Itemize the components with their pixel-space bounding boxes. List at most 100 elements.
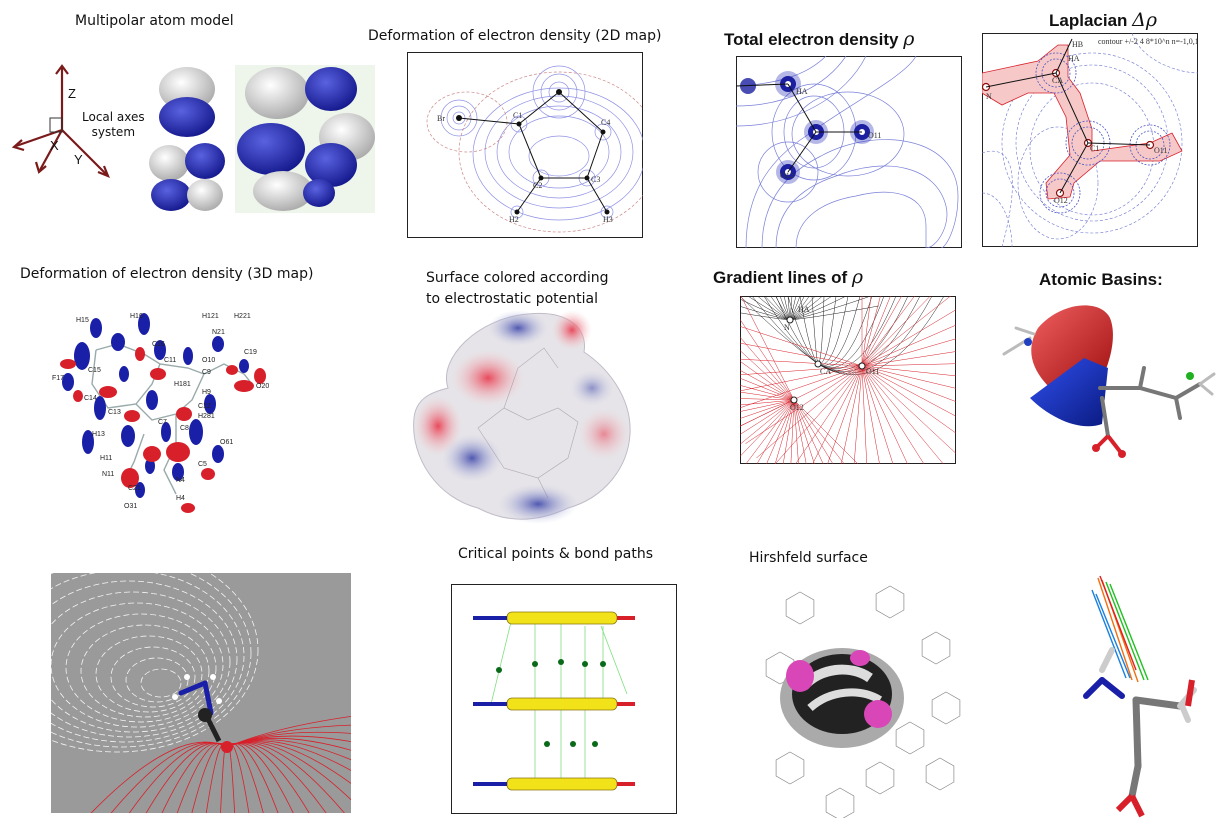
deform2d-map-svg: Br C1 C4 C2 C3 H2 H3 <box>407 52 643 238</box>
x-axis <box>39 129 63 171</box>
deform2d-map-panel: Br C1 C4 C2 C3 H2 H3 <box>407 52 643 238</box>
neighbor-ring <box>921 631 951 665</box>
gradient-line <box>789 296 823 321</box>
gradient-line <box>787 296 819 365</box>
blue-lobe <box>159 97 215 137</box>
atom-label: O11 <box>1154 146 1167 155</box>
gradient-line <box>793 399 845 464</box>
gradient-line <box>793 399 859 464</box>
hirshfeld-svg <box>765 585 961 818</box>
gradient-line <box>789 296 810 321</box>
atom-label: N4 <box>176 477 185 484</box>
blue-lobe <box>303 179 335 207</box>
atom-label: C8 <box>180 425 189 432</box>
gradient-line <box>861 365 956 389</box>
gradient-line <box>861 365 956 377</box>
rho-symbol: ρ <box>851 266 864 288</box>
gradient-line <box>770 296 791 321</box>
gradient-line <box>740 336 795 401</box>
gradient-line <box>740 399 795 419</box>
gradient-line <box>740 399 795 412</box>
esp-blue-region <box>570 370 614 406</box>
gradient-line <box>740 385 795 401</box>
field-line <box>110 646 196 708</box>
gradient-line <box>790 399 795 464</box>
gradient-lines-panel: HA N CA O11 O12 <box>740 296 956 464</box>
esp-surface-panel <box>408 308 644 528</box>
neighbor-ring <box>775 751 805 785</box>
field-line <box>51 573 259 753</box>
atom-label: C9 <box>202 369 211 376</box>
atom-label: C19 <box>244 349 257 356</box>
magenta-contact <box>864 700 892 728</box>
caption-deform2d: Deformation of electron density (2D map) <box>368 28 662 44</box>
stream-lines-svg <box>1083 575 1197 818</box>
gradient-line <box>795 365 863 464</box>
hirshfeld-panel <box>760 578 980 818</box>
axis-x-label: X <box>50 138 59 153</box>
atomic-basins-svg <box>1002 305 1216 458</box>
white-lobe <box>187 179 223 211</box>
gradient-line <box>861 365 956 454</box>
blue-lobe <box>305 143 357 187</box>
blue-lobe <box>185 143 225 179</box>
field-line <box>51 580 238 738</box>
neighbor-molecules <box>765 585 961 818</box>
gradient-line <box>740 399 795 435</box>
esp-red-region <box>414 396 462 456</box>
gradient-line <box>774 399 795 464</box>
atom-label: C5 <box>198 461 207 468</box>
aromatic-ring <box>506 777 618 791</box>
gradient-line <box>740 360 795 401</box>
gradient-line <box>740 399 795 406</box>
gradient-line <box>740 399 795 457</box>
aromatic-ring <box>506 611 618 625</box>
field-line <box>90 741 228 813</box>
atom-label: HA <box>796 87 808 96</box>
atomic-basins-panel <box>990 298 1226 468</box>
caption-multipolar: Multipolar atom model <box>75 13 234 29</box>
gradient-line <box>763 296 819 365</box>
blue-lobe <box>151 179 191 211</box>
gradient-line <box>861 351 956 367</box>
atom-label: C3 <box>591 175 600 184</box>
gradient-line <box>817 296 945 376</box>
gradient-line <box>793 399 807 464</box>
gradient-line <box>793 399 834 464</box>
esp-blue-region <box>442 434 502 482</box>
gradient-line <box>779 296 791 321</box>
atom-label: CA <box>820 367 831 376</box>
atom-label: O31 <box>124 503 137 510</box>
x-axis-left <box>15 128 63 148</box>
esp-red-region <box>578 408 630 460</box>
gradient-line <box>861 363 956 367</box>
esp-red-region <box>552 310 592 350</box>
caption-hirshfeld: Hirshfeld surface <box>749 550 868 566</box>
neighbor-ring <box>925 757 955 791</box>
gradient-line <box>861 365 956 417</box>
gradient-line <box>861 296 891 367</box>
atom-label: HA <box>1068 54 1080 63</box>
gradient-line <box>789 305 879 321</box>
magenta-contact <box>786 660 814 692</box>
multipole-lobes-svg <box>149 65 375 213</box>
field-line <box>140 668 182 698</box>
caption-basins: Atomic Basins: <box>1039 270 1163 289</box>
gradient-line <box>789 296 872 321</box>
multipole-lobes-panel <box>145 65 380 215</box>
gradient-line <box>817 296 873 367</box>
atom-label: F17 <box>52 375 64 382</box>
gradient-line <box>793 399 824 464</box>
gradient-line <box>861 365 867 464</box>
critical-points-svg <box>451 584 677 814</box>
atom-label: C12 <box>198 403 211 410</box>
gradient-line <box>757 296 791 321</box>
contour-note: contour +/-2 4 8*10^n n=-1,0,1,2 <box>1098 37 1198 46</box>
field-line <box>51 591 231 733</box>
neighbor-ring <box>931 691 961 725</box>
blue-lobe <box>237 123 305 175</box>
gradient-line <box>812 365 863 464</box>
gradient-line <box>861 296 872 367</box>
